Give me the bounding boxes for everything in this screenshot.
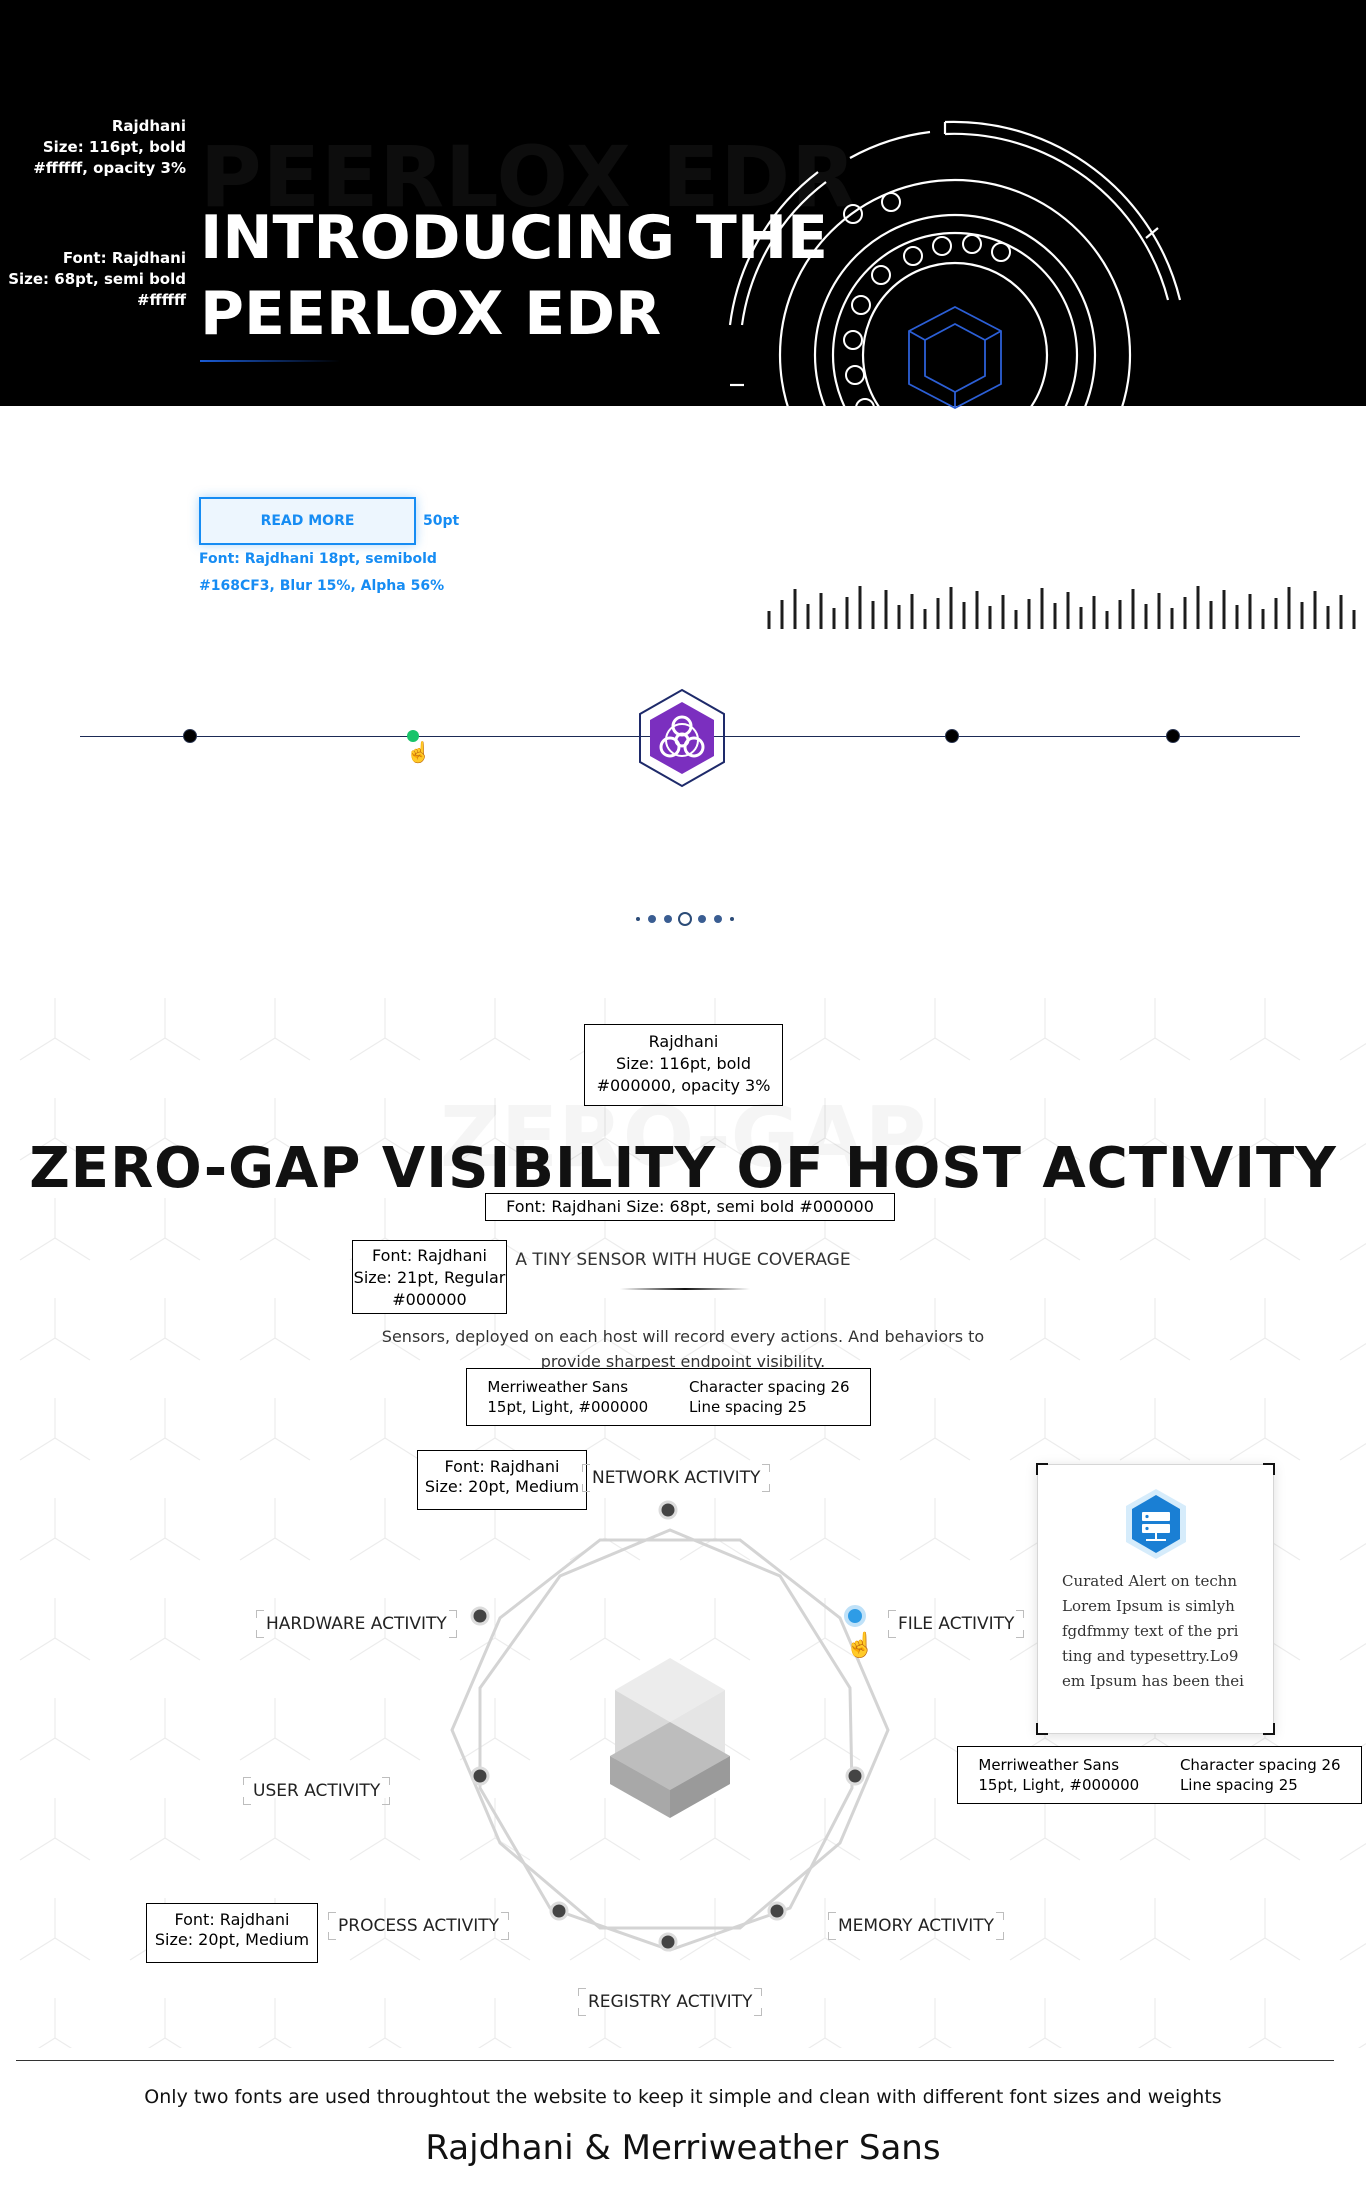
timeline-label-lateral-right[interactable]: LATERAL MOVEMENT <box>857 826 1045 845</box>
pager-dot-active[interactable] <box>680 914 690 924</box>
timeline-pager[interactable] <box>636 914 734 924</box>
footer-divider <box>16 2060 1334 2061</box>
hand-cursor-icon: ☝ <box>406 742 431 764</box>
annotation-activity-left: Font: Rajdhani Size: 20pt, Medium <box>146 1903 318 1963</box>
pager-dot[interactable] <box>648 915 656 923</box>
pager-dot[interactable] <box>664 915 672 923</box>
annotation-zg-title: Font: Rajdhani Size: 68pt, semi bold #00… <box>485 1193 895 1221</box>
annotation-description: Merriweather Sans 15pt, Light, #ffffff C… <box>0 406 1366 988</box>
timeline-label-lateral-left[interactable]: LATERAL MOVEMENT <box>95 826 282 845</box>
malware-font-note: Font: Rajdhani, 27pt, Medium colour: #ff… <box>557 855 809 901</box>
zg-description: Sensors, deployed on each host will reco… <box>381 1327 985 1371</box>
timeline-label-privilege-right[interactable]: PRIVILEGE ESCALATION <box>1070 826 1281 845</box>
activity-user[interactable]: USER ACTIVITY <box>243 1777 391 1805</box>
privilege-font-note: Font: Rajdhani, 19pt, Medium colour: #ff… <box>1089 856 1311 899</box>
pager-dot[interactable] <box>636 917 640 921</box>
alert-text: Curated Alert on techn Lorem Ipsum is si… <box>1062 1572 1244 1690</box>
hand-cursor-icon: ☝ <box>845 1632 875 1659</box>
activity-hardware[interactable]: HARDWARE ACTIVITY <box>256 1610 457 1638</box>
activity-network[interactable]: NETWORK ACTIVITY <box>582 1464 771 1492</box>
visibility-section: Rajdhani Size: 116pt, bold #000000, opac… <box>0 988 1366 2211</box>
annotation-zg-subtitle: Font: Rajdhani Size: 21pt, Regular #0000… <box>352 1240 507 1314</box>
tesseract-ring-graphic <box>728 120 1182 590</box>
button-color-note: #168CF3, Blur 15%, Alpha 56% <box>199 578 445 594</box>
timeline-dot-1[interactable] <box>183 729 197 743</box>
footer-fonts: Rajdhani & Merriweather Sans <box>425 2128 941 2168</box>
timeline-dot-active[interactable] <box>407 730 419 742</box>
activity-file[interactable]: FILE ACTIVITY <box>888 1610 1025 1638</box>
zg-watermark: ZERO-GAP <box>440 1088 926 1186</box>
subtitle-underline <box>620 1288 750 1290</box>
curated-alert-card[interactable]: Curated Alert on techn Lorem Ipsum is si… <box>1036 1463 1275 1735</box>
annotation-title: Font: Rajdhani Size: 68pt, semi bold #ff… <box>8 249 186 309</box>
read-more-button[interactable]: READ MORE <box>199 497 416 545</box>
pager-dot[interactable] <box>714 915 722 923</box>
button-height-note: 50pt <box>423 513 460 529</box>
timeline-dot-4[interactable] <box>945 729 959 743</box>
timeline-dot-5[interactable] <box>1166 729 1180 743</box>
server-icon <box>1126 1489 1186 1559</box>
hero-description: Tesseract Threat Map gather live attacks… <box>200 405 545 448</box>
pager-dot[interactable] <box>698 915 706 923</box>
equalizer-bars <box>767 586 1356 629</box>
zg-title: ZERO-GAP VISIBILITY OF HOST ACTIVITY <box>29 1136 1337 1201</box>
hero-section: PEERLOX EDR Rajdhani Size: 116pt, bold #… <box>0 0 1366 988</box>
activity-registry[interactable]: REGISTRY ACTIVITY <box>578 1988 763 2016</box>
annotation-zg-watermark: Rajdhani Size: 116pt, bold #000000, opac… <box>584 1024 783 1106</box>
pager-dot[interactable] <box>730 917 734 921</box>
lateral-font-note: Font: Rajdhani, 19pt, Medium colour: #ff… <box>847 856 1069 899</box>
annotation-activity-top: Font: Rajdhani Size: 20pt, Medium <box>417 1450 587 1510</box>
activity-process[interactable]: PROCESS ACTIVITY <box>328 1912 510 1940</box>
hero-title-underline <box>200 360 340 362</box>
button-font-note: Font: Rajdhani 18pt, semibold <box>199 551 437 567</box>
footer-note: Only two fonts are used throughtout the … <box>144 2086 1222 2108</box>
activity-polygon-diagram <box>450 1500 890 1952</box>
zg-subtitle: A TINY SENSOR WITH HUGE COVERAGE <box>515 1250 851 1270</box>
annotation-watermark: Rajdhani Size: 116pt, bold #ffffff, opac… <box>33 117 186 177</box>
timeline-label-malware[interactable]: MALWARE <box>625 823 741 849</box>
timeline-label-privilege-left[interactable]: PRIVILEGE ESCALATION <box>314 826 526 845</box>
hero-watermark: PEERLOX EDR <box>200 128 857 226</box>
activity-memory[interactable]: MEMORY ACTIVITY <box>828 1912 1004 1940</box>
biohazard-icon[interactable] <box>632 688 732 788</box>
hero-title: INTRODUCING THE PEERLOX EDR <box>200 203 829 349</box>
